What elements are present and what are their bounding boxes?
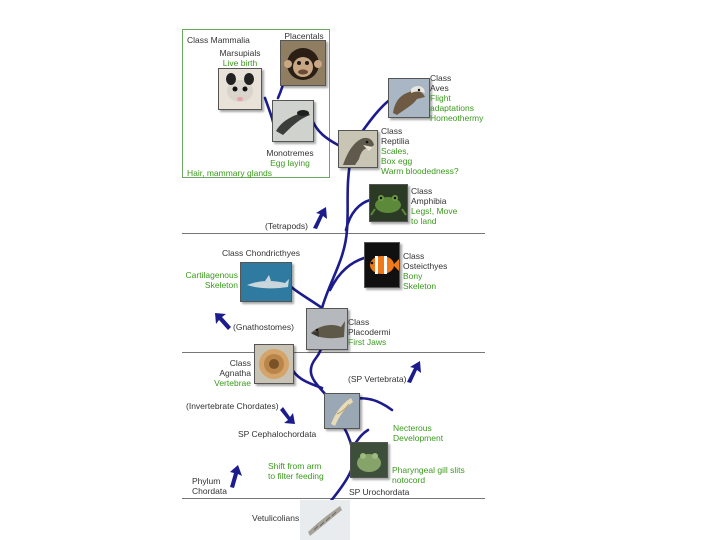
marsupials-label: Marsupials [219, 48, 261, 58]
invertebrate-chordates-label: (Invertebrate Chordates) [186, 401, 279, 411]
amphibia-class: Class [411, 186, 433, 196]
amphibia-name: Amphibia [411, 196, 447, 206]
aves-name: Aves [430, 83, 449, 93]
chondrichthyes-shark-image [240, 262, 292, 302]
sp-vertebrata-label: (SP Vertebrata) [348, 374, 407, 384]
amphibia-trait-2: to land [411, 216, 437, 226]
placodermi-class: Class [348, 317, 370, 327]
arrow-invertebrate [280, 407, 295, 424]
tetrapods-label: (Tetrapods) [265, 221, 308, 231]
marsupials-trait: Live birth [222, 58, 258, 68]
arrow-gnathostomes [215, 313, 231, 330]
vetulicolian-image [300, 500, 350, 540]
arrow-phylum [230, 465, 242, 488]
monotreme-platypus-image [272, 100, 314, 142]
amphibia-frog-image [369, 184, 408, 222]
reptilia-trait-3: Warm bloodedness? [381, 166, 459, 176]
placodermi-name: Placodermi [348, 327, 391, 337]
agnatha-class: Class [229, 358, 251, 368]
reptilia-dinosaur-image [338, 130, 378, 168]
aves-trait-1: Flight [430, 93, 451, 103]
reptilia-trait-1: Scales, [381, 146, 409, 156]
aves-eagle-image [388, 78, 430, 118]
osteichthyes-clownfish-image [364, 242, 400, 288]
reptilia-class: Class [381, 126, 403, 136]
pharyngeal-trait-1: Pharyngeal gill slits [392, 465, 465, 475]
placodermi-fish-image [306, 308, 348, 350]
chordata-label: Chordata [192, 486, 227, 496]
pharyngeal-trait-2: notocord [392, 475, 426, 485]
arrow-sp-vertebrata [407, 361, 421, 383]
osteichthyes-class: Class [403, 251, 425, 261]
agnatha-lamprey-image [254, 344, 294, 384]
vetulicolians-label: Vetulicolians [252, 513, 300, 523]
osteichthyes-trait-2: Skeleton [403, 281, 437, 291]
cephalochordata-label: SP Cephalochordata [238, 429, 317, 439]
shift-trait-2: to filter feeding [268, 471, 324, 481]
reptilia-name: Reptilia [381, 136, 410, 146]
urochordata-label: SP Urochordata [349, 487, 410, 497]
osteichthyes-name: Osteicthyes [403, 261, 448, 271]
chondrichthyes-title: Class Chondricthyes [222, 248, 300, 258]
aves-class: Class [430, 73, 452, 83]
placodermi-trait: First Jaws [348, 337, 387, 347]
agnatha-trait: Vertebrae [214, 378, 251, 388]
mammalia-frame [182, 29, 330, 178]
osteichthyes-trait-1: Bony [403, 271, 423, 281]
necterous-trait-2: Development [393, 433, 444, 443]
monotremes-label: Monotremes [266, 148, 314, 158]
branch-osteichthyes [328, 256, 366, 292]
separator-line [182, 233, 485, 234]
gnathostomes-label: (Gnathostomes) [233, 322, 294, 332]
cephalochordata-lancelet-image [324, 393, 360, 429]
separator-line [182, 352, 485, 353]
urochordata-tunicate-image [350, 442, 388, 478]
mammalia-title: Class Mammalia [187, 35, 250, 45]
amphibia-trait-1: Legs!, Move [411, 206, 458, 216]
branch-amphibia [344, 198, 372, 232]
shift-trait-1: Shift from arm [268, 461, 322, 471]
aves-trait-3: Homeothermy [430, 113, 484, 123]
necterous-trait-1: Necterous [393, 423, 432, 433]
mammalia-traits: Hair, mammary glands [187, 168, 273, 178]
monotremes-trait: Egg laying [270, 158, 310, 168]
branch-mammalia [311, 120, 340, 147]
chondrichthyes-trait-1: Cartilagenous [185, 270, 238, 280]
marsupial-opossum-image [218, 68, 262, 110]
reptilia-trait-2: Box egg [381, 156, 413, 166]
chondrichthyes-trait-2: Skeleton [204, 280, 238, 290]
agnatha-name: Agnatha [219, 368, 251, 378]
arrow-tetrapods [313, 207, 327, 229]
aves-trait-2: adaptations [430, 103, 474, 113]
phylum-label: Phylum [192, 476, 221, 486]
placental-chimp-image [280, 40, 326, 86]
placentals-label: Placentals [284, 31, 324, 41]
